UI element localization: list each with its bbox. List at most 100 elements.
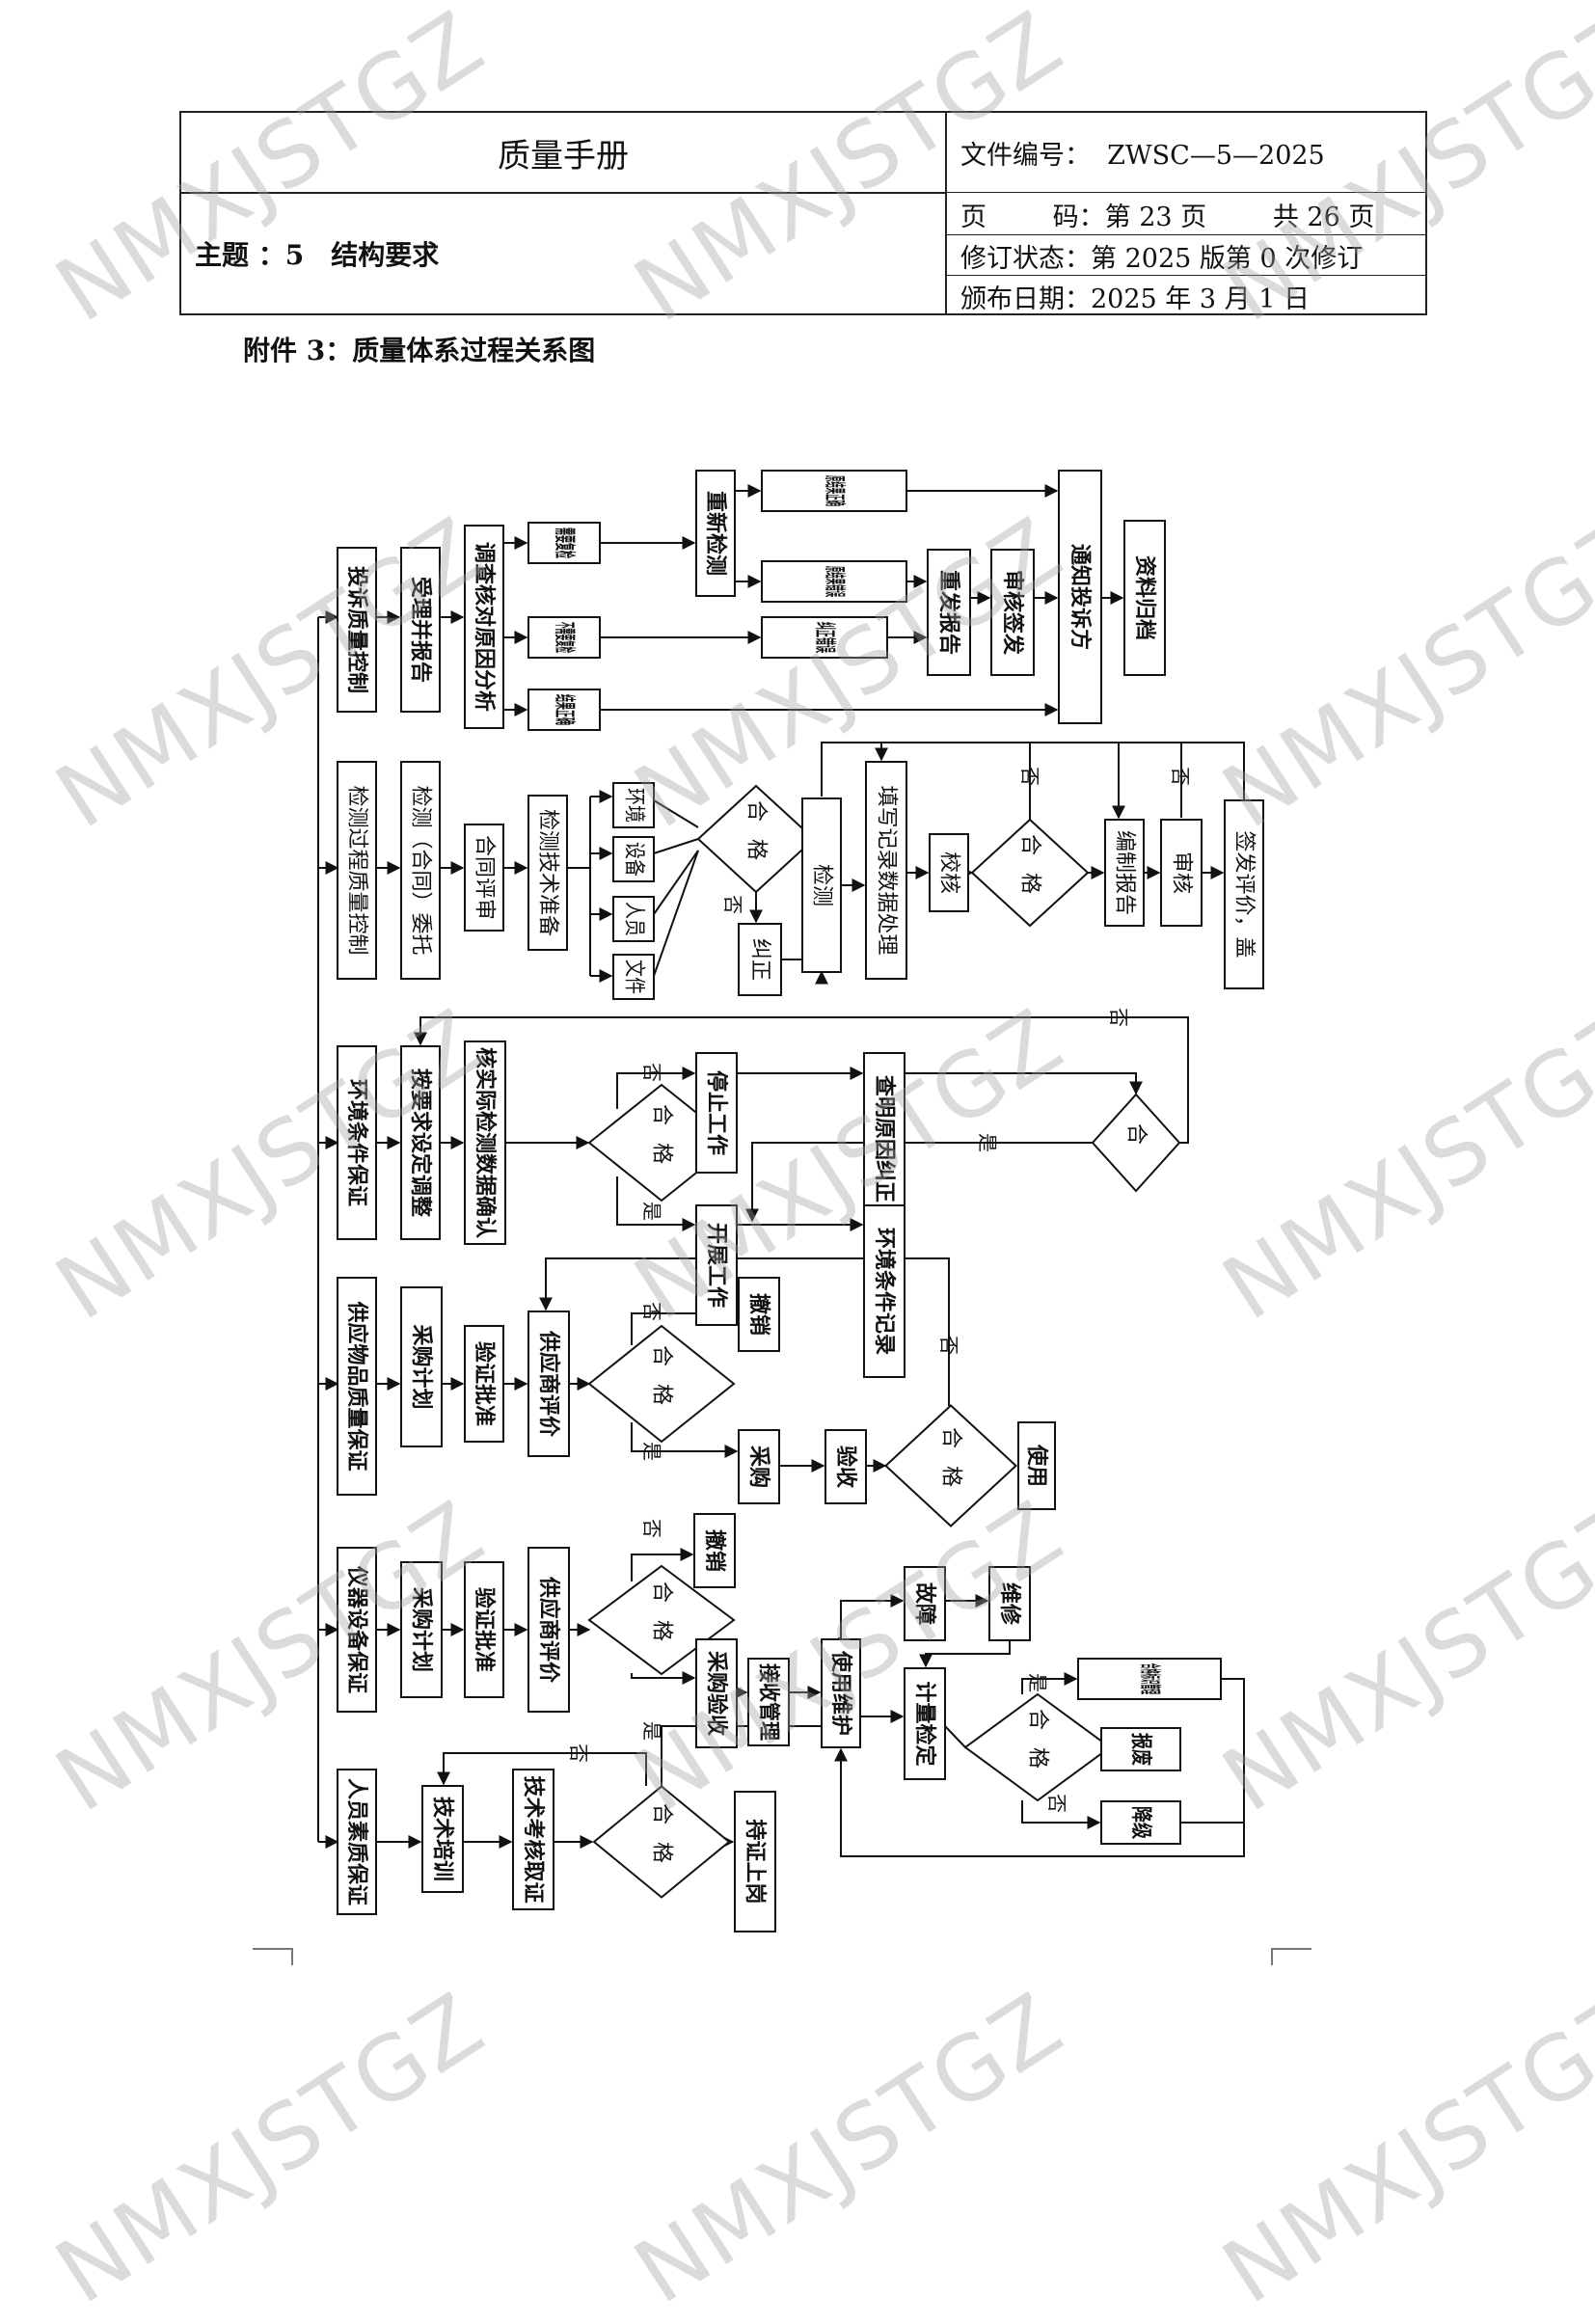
- label-r5-ok2: 合格: [1026, 1709, 1050, 1786]
- box-r2-contract_review: 合同评审: [464, 824, 504, 932]
- box-r1-investigate: 调查核对原因分析: [464, 525, 504, 729]
- label-r2-fix: 纠正: [748, 938, 772, 981]
- box-r1-no_recheck: 不需要复检: [527, 616, 601, 659]
- label-r5-ok: 合格: [650, 1581, 674, 1659]
- box-r3-env_record: 环境条件记录: [863, 1204, 906, 1378]
- box-r2-fix: 纠正: [738, 923, 782, 996]
- box-r2-env: 环境: [612, 782, 655, 828]
- label-r5-supplier: 供应商评价: [536, 1576, 561, 1684]
- header-divider: [945, 275, 1427, 276]
- label-r1-need_recheck: 需要复检: [552, 527, 577, 558]
- box-r1-accept: 受理并报告: [400, 547, 441, 713]
- label-r1-orig_wrong: 原结果错误: [822, 566, 847, 597]
- box-r5-plan: 采购计划: [400, 1561, 443, 1698]
- decision-r4-ok2: 合格: [884, 1404, 1017, 1527]
- label-r4-ok2: 合格: [939, 1427, 963, 1504]
- connector: [653, 838, 699, 854]
- label-r5-plan: 采购计划: [409, 1587, 434, 1672]
- box-r1-orig_wrong: 原结果错误: [761, 560, 907, 603]
- box-r1-retest: 重新检测: [695, 470, 736, 597]
- decision-r2-ok: 合格: [696, 784, 816, 894]
- box-r2-equip: 设备: [612, 836, 655, 882]
- document-title: 质量手册: [498, 136, 629, 176]
- label-r2-files: 文件: [622, 959, 646, 994]
- connector: [834, 1678, 1245, 1857]
- decision-r4-ok: 合格: [587, 1324, 736, 1444]
- label-r1-review_sign: 审核签发: [1000, 570, 1025, 656]
- box-r1-correct_err: 纠正错误: [761, 616, 888, 659]
- label-r2-contract: 检测（合同）委托: [409, 785, 433, 955]
- subject-text: 结构要求: [331, 239, 440, 271]
- box-r3-adjust: 按要求设定调整: [400, 1045, 441, 1240]
- label-r3-env_record: 环境条件记录: [872, 1228, 897, 1355]
- label-r1-reissue: 重发报告: [936, 570, 961, 655]
- box-r5-use_maint: 使用维护: [821, 1638, 861, 1748]
- label-r2-record: 填写记录数据处理: [875, 785, 899, 955]
- label-r5-approve: 验证批准: [472, 1587, 497, 1672]
- page-number: 页 码：第 23 页 共 26 页: [960, 202, 1375, 232]
- connector: [616, 1176, 696, 1231]
- box-r5-fault: 故障: [904, 1566, 946, 1641]
- label-r3-start: 开展工作: [704, 1223, 729, 1308]
- label-r6-training: 技术培训: [430, 1797, 455, 1881]
- box-r4-use: 使用: [1017, 1421, 1056, 1510]
- box-r2-audit: 审核: [1160, 819, 1203, 927]
- flow-label-r5-no: 否: [640, 1519, 663, 1538]
- label-r2-check: 校核: [937, 851, 961, 894]
- connector: [919, 1640, 1011, 1668]
- flow-label-r2-no2: 否: [1018, 767, 1041, 786]
- corner-mark: [1271, 1948, 1311, 1965]
- flow-label-r5-no2: 否: [1045, 1794, 1068, 1813]
- label-r5-repair: 维修: [997, 1582, 1022, 1626]
- corner-mark: [253, 1948, 293, 1965]
- box-r6-main: 人员素质保证: [337, 1769, 377, 1915]
- box-r5-cancel: 撤销: [693, 1513, 736, 1588]
- label-r4-cancel: 撤销: [746, 1293, 771, 1336]
- label-r5-scrap: 报废: [1128, 1733, 1153, 1766]
- label-r2-contract_review: 合同评审: [473, 835, 497, 920]
- box-r6-certified: 持证上岗: [734, 1791, 776, 1932]
- label-r1-accept: 受理并报告: [408, 577, 433, 683]
- label-r6-main: 人员素质保证: [344, 1778, 369, 1905]
- connector: [905, 1072, 1143, 1095]
- box-r2-check: 校核: [929, 833, 969, 912]
- label-r1-investigate: 调查核对原因分析: [472, 542, 497, 712]
- label-r6-certified: 持证上岗: [743, 1819, 768, 1904]
- box-r2-test: 检测: [801, 797, 842, 973]
- label-r6-ok: 合格: [650, 1803, 674, 1880]
- label-r2-ok2: 合格: [1018, 834, 1042, 911]
- flow-label-r3-yes: 是: [640, 1202, 663, 1221]
- label-r2-test: 检测: [810, 864, 834, 906]
- box-r5-accept_mgmt: 接收管理: [747, 1658, 790, 1746]
- connector: [944, 1725, 966, 1748]
- label-r5-main: 仪器设备保证: [344, 1565, 369, 1693]
- flow-label-r6-yes: 是: [640, 1721, 663, 1741]
- decision-r2-ok2: 合格: [970, 818, 1090, 928]
- box-r5-main: 仪器设备保证: [337, 1547, 377, 1713]
- box-r2-issue: 签发评价，盖: [1224, 799, 1264, 989]
- flow-label-r3-no2: 否: [1107, 1008, 1130, 1027]
- connector: [821, 742, 1245, 800]
- label-r2-report: 编制报告: [1113, 830, 1137, 915]
- label-r3-stop: 停止工作: [704, 1070, 729, 1155]
- box-r4-accept: 验收: [825, 1429, 867, 1504]
- box-r2-contract: 检测（合同）委托: [400, 761, 441, 980]
- subject-label: 主题 ：5: [195, 239, 305, 271]
- label-r2-equip: 设备: [622, 842, 646, 877]
- flow-label-r3-no: 否: [640, 1063, 663, 1082]
- box-r2-staff: 人员: [612, 896, 655, 942]
- label-r1-main: 投诉质量控制: [344, 566, 369, 693]
- flow-label-r2-no3: 否: [1169, 767, 1192, 786]
- label-r4-use: 使用: [1024, 1444, 1049, 1487]
- box-r2-files: 文件: [612, 954, 655, 1000]
- label-r2-audit: 审核: [1170, 851, 1194, 894]
- label-r2-main: 检测过程质量控制: [345, 785, 369, 955]
- label-r5-accept_mgmt: 接收管理: [756, 1663, 781, 1741]
- label-r4-ok: 合格: [650, 1345, 674, 1422]
- connector: [653, 850, 699, 915]
- label-r4-accept: 验收: [833, 1446, 858, 1488]
- header-divider: [945, 192, 1427, 193]
- label-r5-use_maint: 使用维护: [828, 1650, 853, 1736]
- box-r5-label: 合格标识管理: [1077, 1658, 1222, 1700]
- box-r5-buy_accept: 采购验收: [695, 1638, 738, 1748]
